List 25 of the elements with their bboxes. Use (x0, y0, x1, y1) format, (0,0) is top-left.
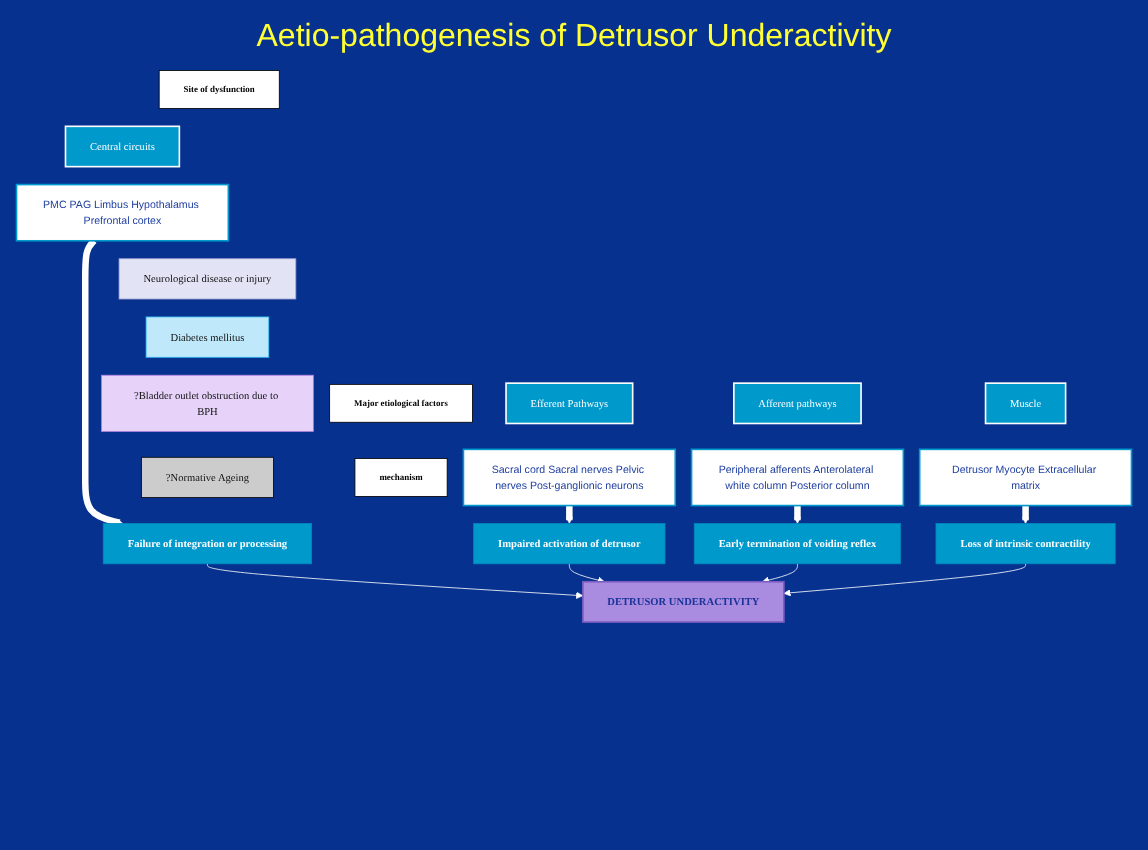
node-box (101, 374, 314, 432)
node-box (64, 125, 181, 168)
node-box (693, 523, 902, 565)
node-box (15, 183, 230, 242)
node-box (582, 580, 785, 623)
node-box (329, 383, 473, 423)
arrow (81, 238, 124, 526)
node-box (733, 382, 862, 425)
node-box (462, 448, 677, 507)
node-box (102, 523, 312, 565)
node-box (141, 456, 274, 499)
node-box (118, 258, 297, 300)
node-box (158, 70, 280, 109)
node-box (473, 523, 666, 565)
arrow (793, 503, 802, 524)
node-box (505, 382, 634, 425)
arrow (565, 503, 573, 524)
node-box (984, 382, 1067, 425)
node-box (690, 448, 905, 507)
diagram-title: Aetio-pathogenesis of Detrusor Underactivity (254, 18, 894, 58)
node-box (145, 316, 270, 358)
arrow (1022, 503, 1030, 524)
node-box (918, 448, 1133, 507)
node-box (354, 458, 448, 497)
node-box (935, 523, 1116, 565)
